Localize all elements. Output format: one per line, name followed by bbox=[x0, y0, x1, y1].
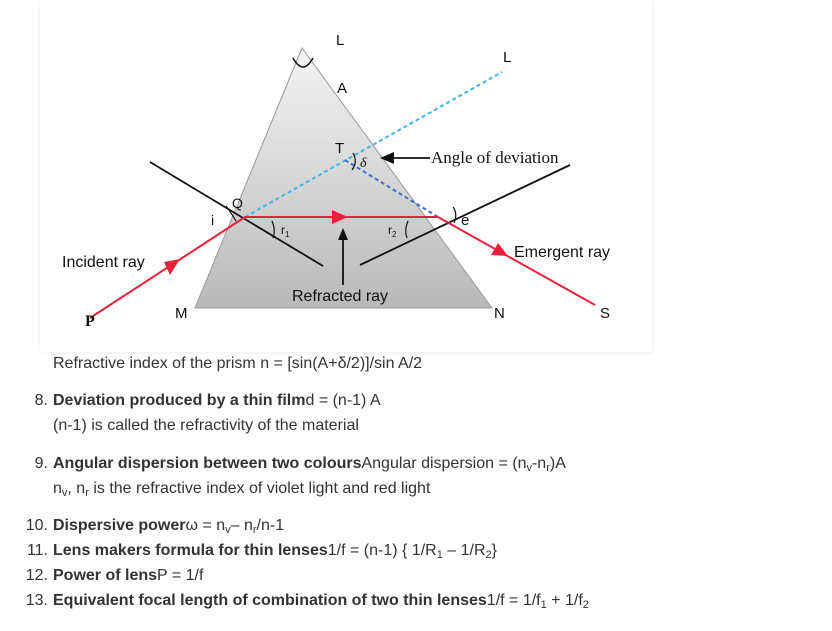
subscript: 2 bbox=[582, 599, 589, 611]
item-formula: 1/f = (n-1) { 1/R bbox=[327, 542, 437, 559]
item-formula: Angular dispersion = (n bbox=[361, 455, 527, 472]
item-note: (n-1) is called the refractivity of the … bbox=[53, 417, 359, 434]
prism-diagram: L L A T δ Angle of deviation Q i r1 r2 e… bbox=[62, 32, 610, 330]
item-number: 12. bbox=[25, 567, 48, 584]
text-part: n bbox=[53, 480, 62, 497]
label-Q: Q bbox=[232, 195, 243, 211]
item-body: Lens makers formula for thin lenses1/f =… bbox=[53, 542, 497, 561]
item-number: 9. bbox=[34, 455, 48, 472]
apex-angle-arc bbox=[292, 57, 314, 68]
item-body: Dispersive powerω = nv– nr/n-1 bbox=[53, 517, 285, 536]
item-formula: d = (n-1) A bbox=[305, 392, 381, 409]
item-formula: 1/f = 1/f bbox=[486, 592, 541, 609]
emergent-ray-arrow bbox=[491, 243, 508, 256]
refracted-ray-pointer-head bbox=[338, 228, 348, 240]
subscript: v bbox=[526, 462, 532, 474]
label-L-right: L bbox=[503, 49, 511, 66]
angle-delta-arc bbox=[351, 152, 356, 171]
item-number: 13. bbox=[25, 592, 48, 609]
prism-triangle bbox=[194, 46, 493, 309]
subscript: 1 bbox=[436, 549, 443, 561]
item-title: Deviation produced by a thin film bbox=[53, 392, 306, 409]
item-number: 8. bbox=[34, 392, 48, 409]
item-number: 10. bbox=[25, 517, 48, 534]
angle-e-arc bbox=[452, 206, 457, 224]
item-title: Dispersive power bbox=[53, 517, 186, 534]
item-formula-part: – 1/R bbox=[442, 542, 486, 559]
label-N: N bbox=[494, 305, 505, 322]
item-body: Power of lensP = 1/f bbox=[53, 567, 203, 585]
item-formula-part: + 1/f bbox=[546, 592, 583, 609]
prism-figure: L L A T δ Angle of deviation Q i r1 r2 e… bbox=[40, 0, 652, 352]
item-body: Angular dispersion between two coloursAn… bbox=[53, 455, 566, 474]
item-title: Lens makers formula for thin lenses bbox=[53, 542, 328, 559]
angle-r2-arc bbox=[405, 220, 409, 239]
label-e: e bbox=[461, 212, 469, 229]
label-incident-ray: Incident ray bbox=[62, 254, 145, 271]
subscript: v bbox=[225, 524, 231, 536]
item-title: Equivalent focal length of combination o… bbox=[53, 592, 487, 609]
refractive-index-line: Refractive index of the prism n = [sin(A… bbox=[53, 355, 423, 372]
item-formula: ω = n bbox=[185, 517, 226, 534]
item-formula-part: } bbox=[491, 542, 497, 559]
subscript: 1 bbox=[540, 599, 547, 611]
label-L-top: L bbox=[336, 32, 344, 49]
item-title: Angular dispersion between two colours bbox=[53, 455, 362, 472]
item-formula-part: /n-1 bbox=[256, 517, 285, 534]
item-number: 11. bbox=[26, 542, 48, 559]
subscript: r bbox=[252, 524, 257, 536]
item-formula-part: -n bbox=[531, 455, 547, 472]
item-formula-part: )A bbox=[549, 455, 566, 472]
normal-right bbox=[359, 164, 571, 266]
text-part: , n bbox=[67, 480, 86, 497]
item-body: Deviation produced by a thin filmd = (n-… bbox=[53, 392, 381, 410]
subscript: v bbox=[61, 487, 68, 499]
item-body: Equivalent focal length of combination o… bbox=[53, 592, 589, 611]
dashed-incident-extension bbox=[244, 71, 503, 218]
label-delta: δ bbox=[360, 156, 367, 171]
label-refracted-ray: Refracted ray bbox=[292, 288, 388, 305]
label-i: i bbox=[211, 212, 214, 228]
label-emergent-ray: Emergent ray bbox=[514, 244, 610, 261]
subscript: 2 bbox=[485, 549, 492, 561]
label-r1: r1 bbox=[281, 223, 290, 239]
incident-ray-arrow bbox=[164, 259, 180, 275]
label-angle-of-deviation: Angle of deviation bbox=[431, 148, 559, 167]
subscript: r bbox=[546, 462, 550, 474]
item-formula-part: – n bbox=[230, 517, 253, 534]
label-M: M bbox=[175, 305, 188, 322]
normal-left bbox=[149, 161, 324, 267]
deviation-pointer-head bbox=[380, 152, 394, 164]
label-T: T bbox=[335, 140, 344, 157]
label-S: S bbox=[600, 305, 610, 322]
item-formula: P = 1/f bbox=[157, 567, 204, 584]
label-r2: r2 bbox=[388, 223, 397, 239]
label-P: P bbox=[85, 313, 95, 330]
text-part: is the refractive index of violet light … bbox=[88, 480, 431, 497]
angle-i-arc bbox=[225, 205, 237, 222]
emergent-ray bbox=[437, 216, 596, 306]
refracted-ray-arrow bbox=[332, 210, 348, 224]
label-A: A bbox=[337, 80, 347, 97]
angle-r1-arc bbox=[271, 220, 275, 239]
item-note: nv, nr is the refractive index of violet… bbox=[53, 480, 431, 499]
subscript: r bbox=[85, 487, 89, 499]
item-title: Power of lens bbox=[53, 567, 158, 584]
